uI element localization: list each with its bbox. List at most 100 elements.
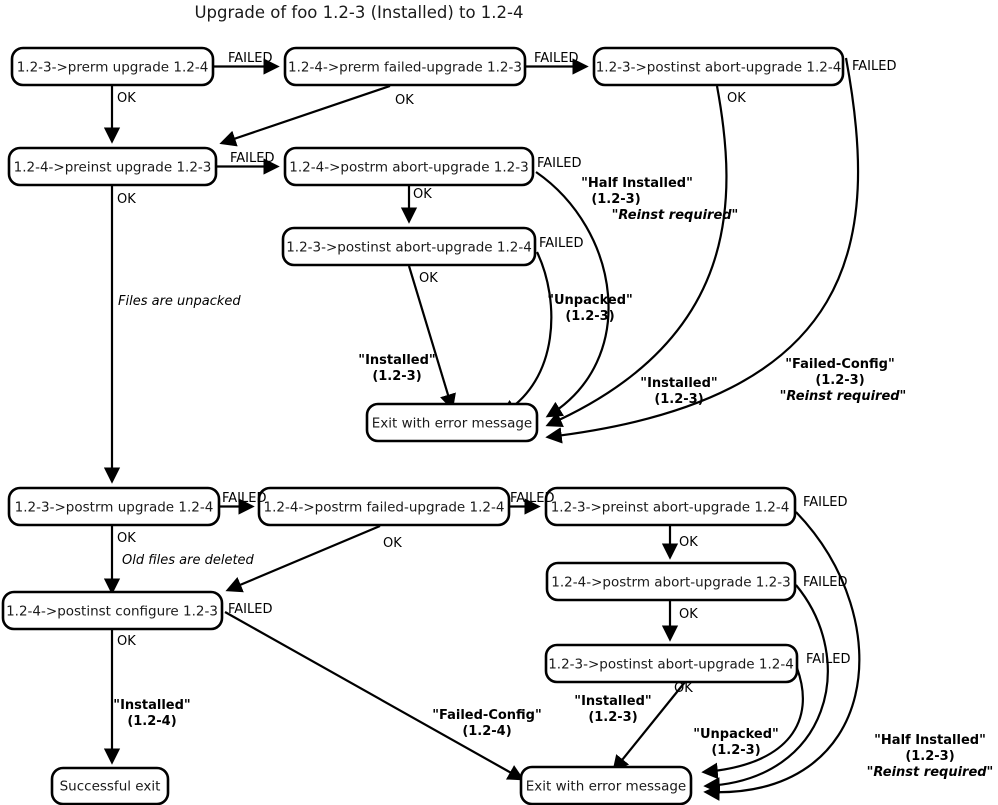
node-error-exit-top[interactable]: Exit with error message [365, 402, 539, 443]
edge-postinstabortb-failed [499, 251, 553, 416]
node-box [283, 46, 527, 87]
node-label: Exit with error message [372, 416, 532, 432]
state-label-half-installed: "Half Installed" [581, 176, 693, 191]
node-postinst-abort-upgrade-bottom[interactable]: 1.2-3->postinst abort-upgrade 1.2-4 [544, 643, 799, 684]
state-label-half-installed-b-reinst: "Reinst required" [867, 765, 994, 780]
note-files-unpacked: Files are unpacked [118, 294, 241, 309]
edge-label-ok: OK [117, 531, 136, 546]
edge-postrmfailed-ok [225, 524, 381, 593]
edge-label-ok: OK [679, 535, 698, 550]
edge-postrmabortb-failed [703, 584, 829, 794]
edge-postinstabortc-failed [701, 667, 804, 780]
edge-label-failed: FAILED [539, 236, 583, 251]
state-label-half-installed-b-version: (1.2-3) [905, 749, 954, 764]
edge-postrmaborta-failed [535, 171, 610, 418]
edge-prermfailed-ok [219, 84, 391, 147]
state-label-installed-b-version: (1.2-3) [654, 392, 703, 407]
state-label-installed-final: "Installed" [113, 698, 190, 713]
state-label-unpacked-b-version: (1.2-3) [711, 743, 760, 758]
node-box [281, 226, 537, 267]
node-box [257, 486, 511, 527]
node-box [7, 486, 221, 527]
edge-label-ok: OK [679, 607, 698, 622]
edge-label-ok: OK [674, 681, 693, 696]
edge-label-failed: FAILED [228, 602, 272, 617]
node-postrm-abort-upgrade-top[interactable]: 1.2-4->postrm abort-upgrade 1.2-3 [283, 146, 535, 187]
node-label: 1.2-3->postinst abort-upgrade 1.2-4 [596, 60, 842, 76]
node-postrm-failed-upgrade[interactable]: 1.2-4->postrm failed-upgrade 1.2-4 [257, 486, 511, 527]
node-postinst-abort-upgrade-mid[interactable]: 1.2-3->postinst abort-upgrade 1.2-4 [281, 226, 537, 267]
edge-preinstabort-failed [703, 511, 861, 801]
state-label-half-installed-b: "Half Installed" [874, 733, 986, 748]
state-label-installed-c-version: (1.2-3) [588, 710, 637, 725]
page-title: Upgrade of foo 1.2-3 (Installed) to 1.2-… [194, 3, 523, 22]
node-label: 1.2-4->postrm failed-upgrade 1.2-4 [264, 500, 505, 516]
state-label-installed-c: "Installed" [574, 694, 651, 709]
node-box [544, 486, 797, 527]
state-label-installed-b: "Installed" [640, 376, 717, 391]
edge-label-failed: FAILED [803, 575, 847, 590]
node-label: 1.2-4->postrm abort-upgrade 1.2-3 [289, 160, 528, 176]
node-error-exit-bottom[interactable]: Exit with error message [519, 765, 693, 805]
edge-label-failed: FAILED [228, 51, 272, 66]
edge-label-failed: FAILED [852, 59, 896, 74]
node-label: 1.2-4->prerm failed-upgrade 1.2-3 [288, 60, 522, 76]
state-label-failed-config-b: "Failed-Config" [432, 708, 542, 723]
state-label-unpacked: "Unpacked" [547, 293, 633, 308]
node-box [592, 46, 845, 87]
edge-label-ok: OK [117, 91, 136, 106]
node-box [50, 766, 170, 805]
edge-postinstconfigure-failed [224, 611, 525, 781]
edge-postinstaborta-failed [545, 57, 860, 444]
state-label-failed-config: "Failed-Config" [785, 357, 895, 372]
edge-label-failed: FAILED [534, 51, 578, 66]
edge-label-ok: OK [727, 91, 746, 106]
edge-label-ok: OK [413, 187, 432, 202]
edge-label-ok: OK [383, 536, 402, 551]
state-label-unpacked-version: (1.2-3) [565, 309, 614, 324]
edge-label-failed: FAILED [230, 151, 274, 166]
node-label: Successful exit [60, 779, 161, 795]
edge-postinstabortc-ok [612, 681, 686, 773]
edge-label-ok: OK [395, 93, 414, 108]
node-label: 1.2-4->postinst configure 1.2-3 [6, 604, 218, 620]
state-label-failed-config-b-version: (1.2-4) [462, 724, 511, 739]
edge-postinstaborta-ok [545, 85, 728, 427]
state-label-failed-config-reinst: "Reinst required" [780, 389, 907, 404]
node-postinst-abort-upgrade-top[interactable]: 1.2-3->postinst abort-upgrade 1.2-4 [592, 46, 845, 87]
state-label-unpacked-b: "Unpacked" [693, 727, 779, 742]
node-successful-exit[interactable]: Successful exit [50, 766, 170, 805]
state-label-half-installed-version: (1.2-3) [591, 192, 640, 207]
node-label: 1.2-3->postrm upgrade 1.2-4 [15, 500, 214, 516]
node-box [545, 561, 797, 602]
node-label: 1.2-4->postrm abort-upgrade 1.2-3 [551, 575, 790, 591]
node-postrm-upgrade[interactable]: 1.2-3->postrm upgrade 1.2-4 [7, 486, 221, 527]
note-old-files-deleted: Old files are deleted [122, 553, 255, 568]
edge-label-failed: FAILED [222, 491, 266, 506]
node-postinst-configure[interactable]: 1.2-4->postinst configure 1.2-3 [1, 590, 224, 631]
node-postrm-abort-upgrade-bottom[interactable]: 1.2-4->postrm abort-upgrade 1.2-3 [545, 561, 797, 602]
edge-label-failed: FAILED [537, 156, 581, 171]
node-prerm-failed-upgrade[interactable]: 1.2-4->prerm failed-upgrade 1.2-3 [283, 46, 527, 87]
state-label-installed-version: (1.2-3) [372, 369, 421, 384]
node-box [365, 402, 539, 443]
edge-label-failed: FAILED [806, 652, 850, 667]
node-label: 1.2-3->postinst abort-upgrade 1.2-4 [548, 657, 794, 673]
node-box [519, 765, 693, 805]
edge-label-ok: OK [117, 192, 136, 207]
node-preinst-abort-upgrade[interactable]: 1.2-3->preinst abort-upgrade 1.2-4 [544, 486, 797, 527]
node-label: Exit with error message [526, 779, 686, 795]
node-label: 1.2-3->prerm upgrade 1.2-4 [17, 60, 209, 76]
node-box [544, 643, 799, 684]
node-box [10, 46, 215, 87]
edge-label-failed: FAILED [803, 495, 847, 510]
edge-label-ok: OK [117, 634, 136, 649]
state-label-half-installed-reinst: "Reinst required" [612, 208, 739, 223]
node-box [7, 146, 218, 187]
state-label-installed-final-version: (1.2-4) [127, 714, 176, 729]
node-preinst-upgrade[interactable]: 1.2-4->preinst upgrade 1.2-3 [7, 146, 218, 187]
node-prerm-upgrade[interactable]: 1.2-3->prerm upgrade 1.2-4 [10, 46, 215, 87]
node-label: 1.2-3->preinst abort-upgrade 1.2-4 [551, 500, 790, 516]
node-label: 1.2-3->postinst abort-upgrade 1.2-4 [286, 240, 532, 256]
